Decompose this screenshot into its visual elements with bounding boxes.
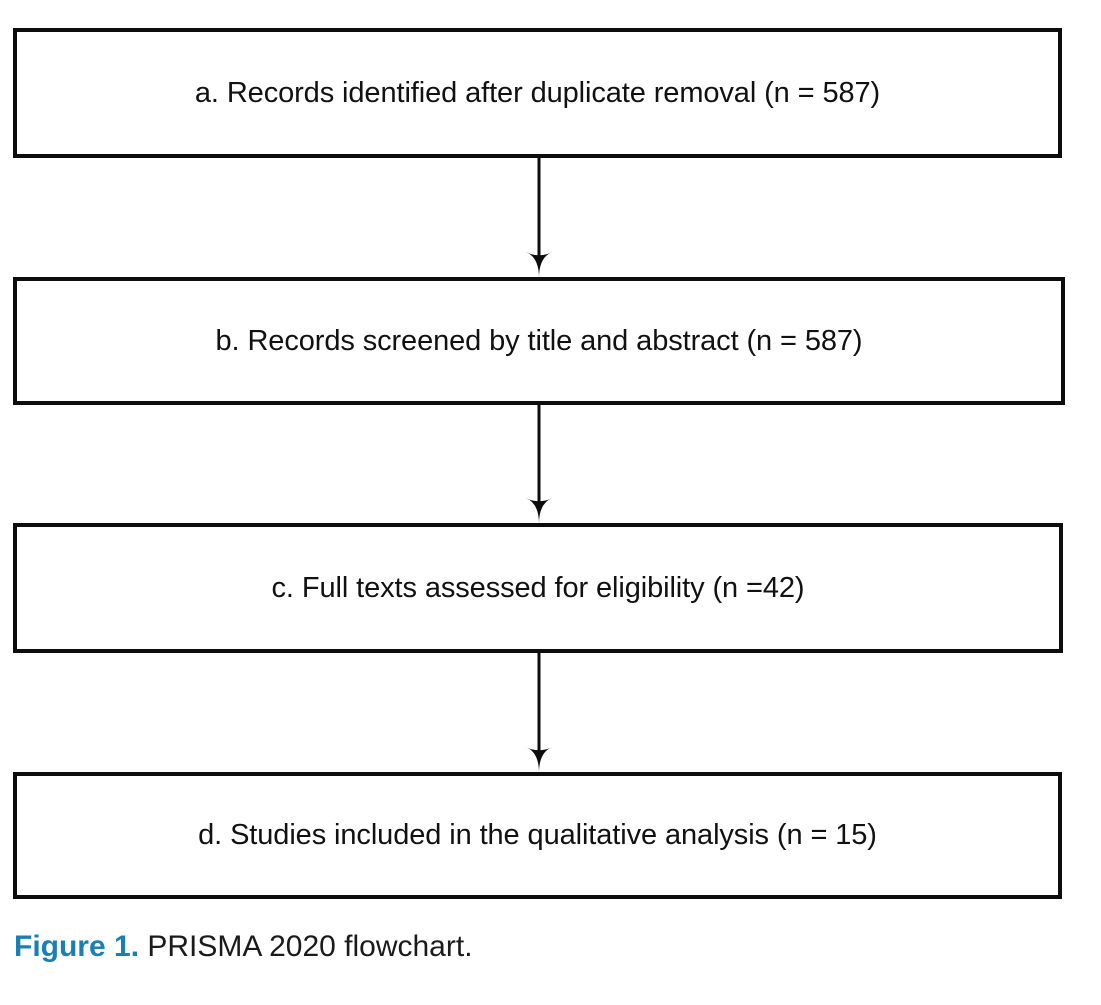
flow-box-included: d. Studies included in the qualitative a… [13, 772, 1062, 899]
arrow-eligibility-to-included [524, 652, 554, 773]
flow-box-label-b: b. Records screened by title and abstrac… [215, 324, 863, 357]
arrow-screening-to-eligibility [524, 404, 554, 524]
flow-box-identification: a. Records identified after duplicate re… [13, 28, 1062, 158]
figure-caption-text: PRISMA 2020 flowchart. [147, 930, 473, 963]
flow-box-eligibility: c. Full texts assessed for eligibility (… [13, 523, 1063, 653]
flow-box-screening: b. Records screened by title and abstrac… [13, 277, 1065, 405]
flow-box-label-c: c. Full texts assessed for eligibility (… [271, 571, 805, 604]
figure-caption: Figure 1. PRISMA 2020 flowchart. [14, 927, 1074, 966]
flow-box-label-a: a. Records identified after duplicate re… [194, 76, 881, 109]
figure-caption-label: Figure 1. [14, 930, 140, 963]
arrow-identification-to-screening [524, 157, 554, 278]
flow-box-label-d: d. Studies included in the qualitative a… [198, 819, 877, 852]
